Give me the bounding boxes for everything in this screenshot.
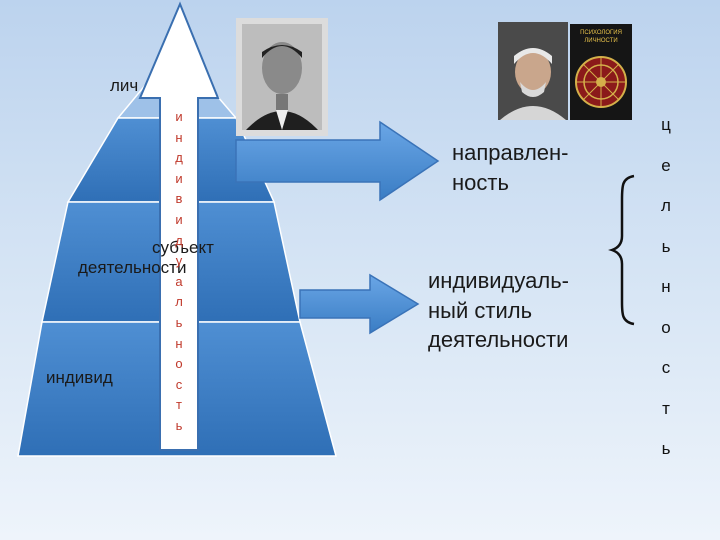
book-title-line1: ПСИХОЛОГИЯ — [580, 30, 622, 36]
vertical-letter: и — [175, 170, 183, 186]
portrait-photo-2 — [498, 22, 568, 120]
pyramid-top-label: лич — [110, 76, 139, 95]
right-letter: с — [661, 358, 671, 377]
vertical-letter: о — [175, 356, 183, 372]
book-title-line2: ЛИЧНОСТИ — [584, 38, 618, 44]
vertical-letter: и — [175, 212, 183, 227]
right-letter: л — [661, 196, 671, 215]
right-letter: ь — [661, 439, 671, 458]
vertical-letter: в — [175, 191, 183, 207]
curly-brace — [608, 174, 635, 326]
vertical-letter: л — [175, 294, 183, 310]
vertical-letter: и — [175, 109, 183, 124]
concept-individual-style: индивидуаль- ный стиль деятельности — [428, 266, 569, 355]
vertical-letter: ь — [175, 418, 183, 433]
vertical-letter: т — [176, 397, 182, 413]
portrait-image-2 — [498, 22, 568, 120]
right-letter: т — [662, 398, 670, 418]
book-wheel-icon — [575, 56, 627, 108]
pyramid-middle-label-line1: субъект — [152, 238, 214, 257]
right-letter: ц — [661, 115, 671, 134]
pyramid-middle-label-line2: деятельности — [78, 258, 187, 277]
book-cover: ПСИХОЛОГИЯ ЛИЧНОСТИ — [570, 24, 632, 120]
pyramid-bottom-label: индивид — [46, 368, 113, 387]
arrow-to-orientation — [235, 120, 440, 202]
vertical-letter: д — [175, 232, 183, 248]
concept-orientation-line1: направлен- — [452, 140, 569, 165]
arrow-to-style — [299, 273, 420, 335]
portrait-photo-1 — [236, 18, 328, 136]
vertical-letter: н — [175, 129, 183, 145]
vertical-up-arrow — [138, 1, 220, 451]
right-letter: е — [661, 155, 671, 175]
right-letter: ь — [661, 236, 671, 256]
vertical-letter: с — [175, 376, 183, 392]
vertical-letter: н — [175, 335, 183, 351]
vertical-letter: ь — [175, 315, 183, 330]
concept-style-line1: индивидуаль- — [428, 268, 569, 293]
concept-style-line2: ный стиль — [428, 297, 533, 323]
right-letter: н — [661, 277, 671, 296]
portrait-image-1 — [236, 18, 328, 136]
concept-orientation-line2: ность — [452, 169, 509, 195]
vertical-letter: а — [175, 273, 183, 289]
concept-orientation: направлен- ность — [452, 138, 569, 197]
right-letter: о — [661, 317, 671, 337]
vertical-letter: у — [175, 253, 183, 269]
concept-style-line3: деятельности — [428, 327, 569, 353]
vertical-letter: д — [175, 150, 183, 166]
